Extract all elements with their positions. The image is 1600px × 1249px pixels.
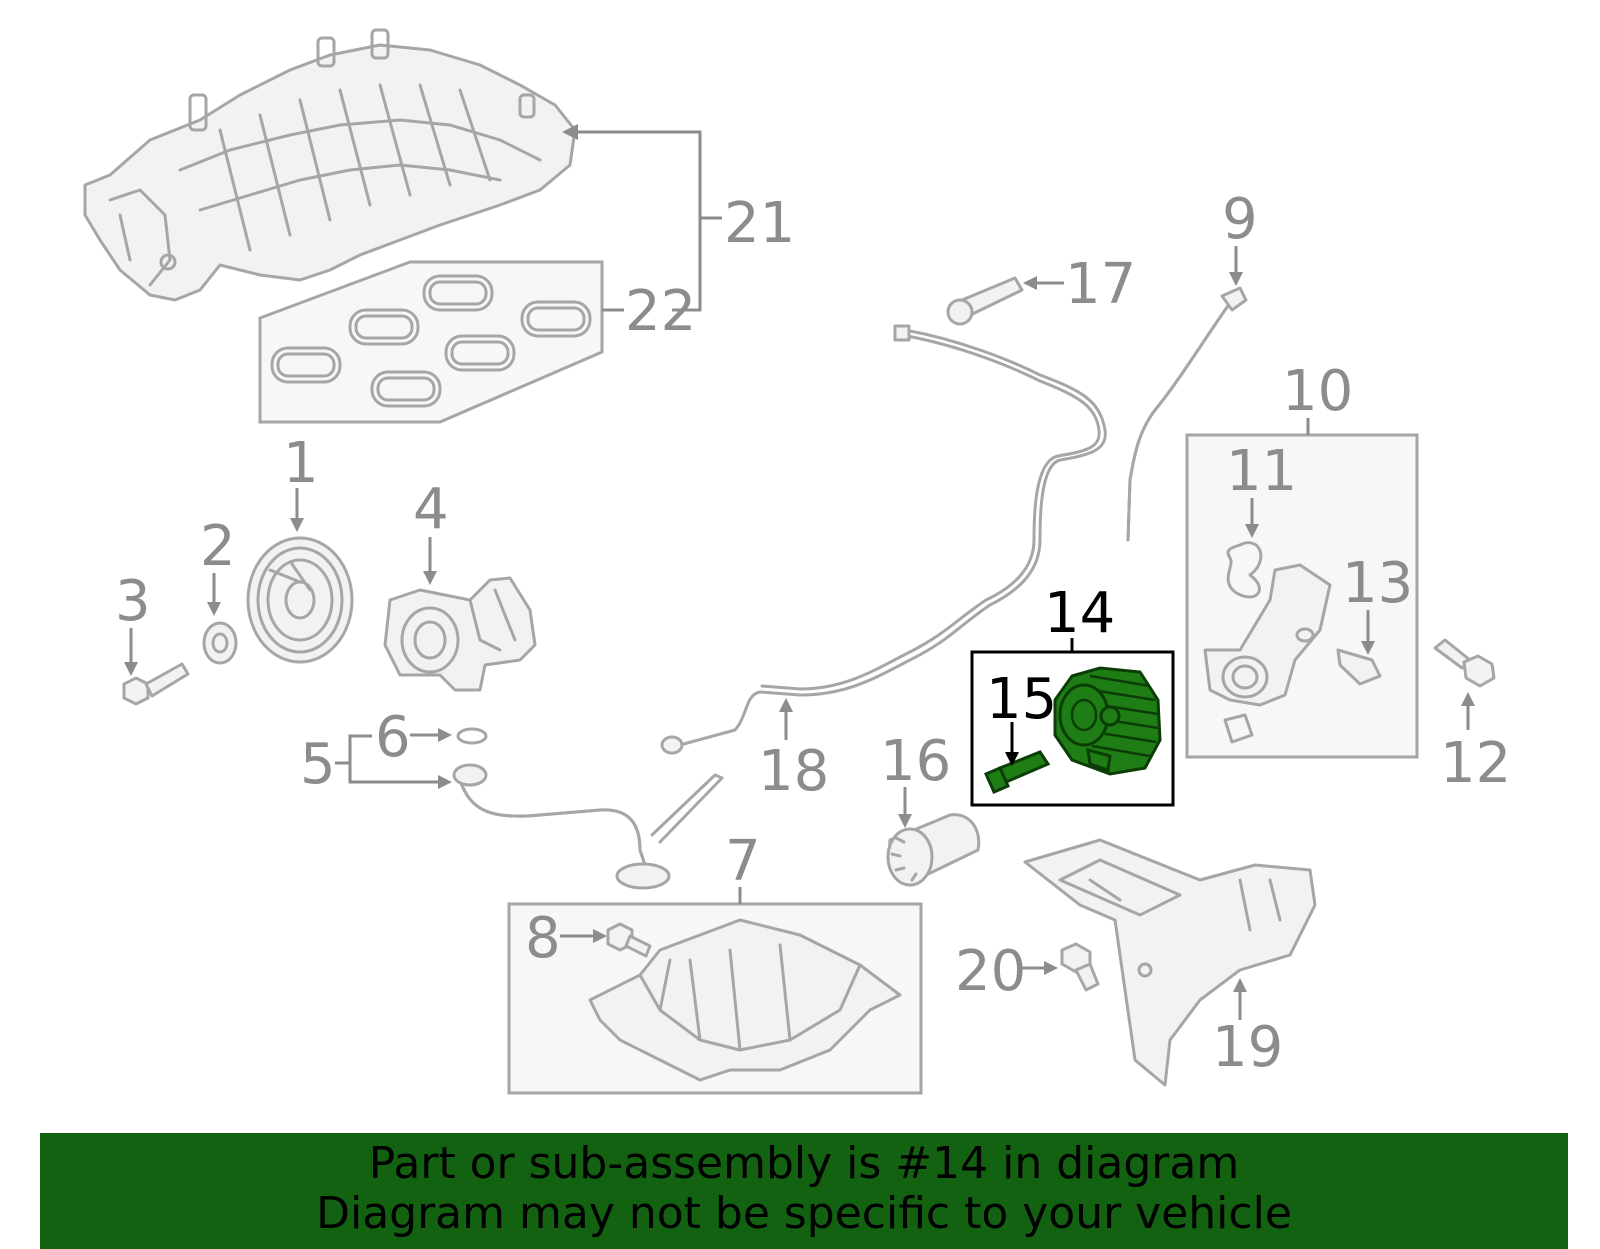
label-18: 18 (758, 739, 829, 804)
oil-pan-part-7[interactable] (588, 918, 902, 1082)
wiring-harness-part-18[interactable] (660, 324, 1107, 755)
oil-pickup-tube-part-5[interactable] (452, 763, 724, 890)
oil-filter-adapter-part-10[interactable] (1203, 563, 1332, 744)
pan-bolt-part-8[interactable] (606, 922, 652, 958)
washer-part-2[interactable] (202, 621, 238, 665)
o-ring-part-6[interactable] (456, 727, 488, 745)
label-13: 13 (1342, 551, 1413, 616)
bolt-part-3[interactable] (122, 662, 190, 706)
banner-line-2: Diagram may not be specific to your vehi… (316, 1188, 1292, 1239)
label-9: 9 (1222, 187, 1258, 252)
sensor-part-13[interactable] (1336, 648, 1382, 686)
crankshaft-pulley-part-1[interactable] (246, 536, 354, 664)
sensor-part-17[interactable] (946, 276, 1024, 326)
label-21: 21 (724, 191, 795, 256)
bolt-part-20[interactable] (1060, 942, 1100, 992)
label-4: 4 (413, 477, 449, 542)
label-11: 11 (1226, 439, 1297, 504)
label-1: 1 (283, 431, 319, 496)
label-6: 6 (375, 705, 411, 770)
intake-manifold-part-21[interactable] (83, 28, 577, 302)
label-15: 15 (986, 667, 1057, 732)
oil-pump-part-4[interactable] (383, 576, 537, 692)
bolt-part-15[interactable] (984, 750, 1051, 794)
oil-filter-part-16[interactable] (886, 813, 981, 887)
dipstick-tube-part-9[interactable] (1126, 286, 1248, 542)
oil-pan-shield-part-19[interactable] (1023, 838, 1317, 1087)
intake-gasket-set-part-22[interactable] (258, 260, 604, 424)
label-22: 22 (625, 279, 696, 344)
label-12: 12 (1440, 731, 1511, 796)
oil-cooler-part-14[interactable] (1053, 666, 1162, 776)
label-17: 17 (1065, 252, 1136, 317)
info-banner: Part or sub-assembly is #14 in diagram D… (40, 1133, 1568, 1249)
label-8: 8 (525, 906, 561, 971)
bolt-part-12[interactable] (1433, 638, 1496, 688)
banner-line-1: Part or sub-assembly is #14 in diagram (368, 1138, 1240, 1189)
gasket-part-11[interactable] (1226, 541, 1263, 599)
label-16: 16 (880, 729, 951, 794)
label-7: 7 (725, 829, 761, 894)
label-19: 19 (1212, 1015, 1283, 1080)
label-20: 20 (955, 939, 1026, 1004)
label-2: 2 (200, 514, 236, 579)
label-5: 5 (300, 732, 336, 797)
label-3: 3 (115, 569, 151, 634)
label-10: 10 (1282, 359, 1353, 424)
label-14: 14 (1044, 581, 1115, 646)
